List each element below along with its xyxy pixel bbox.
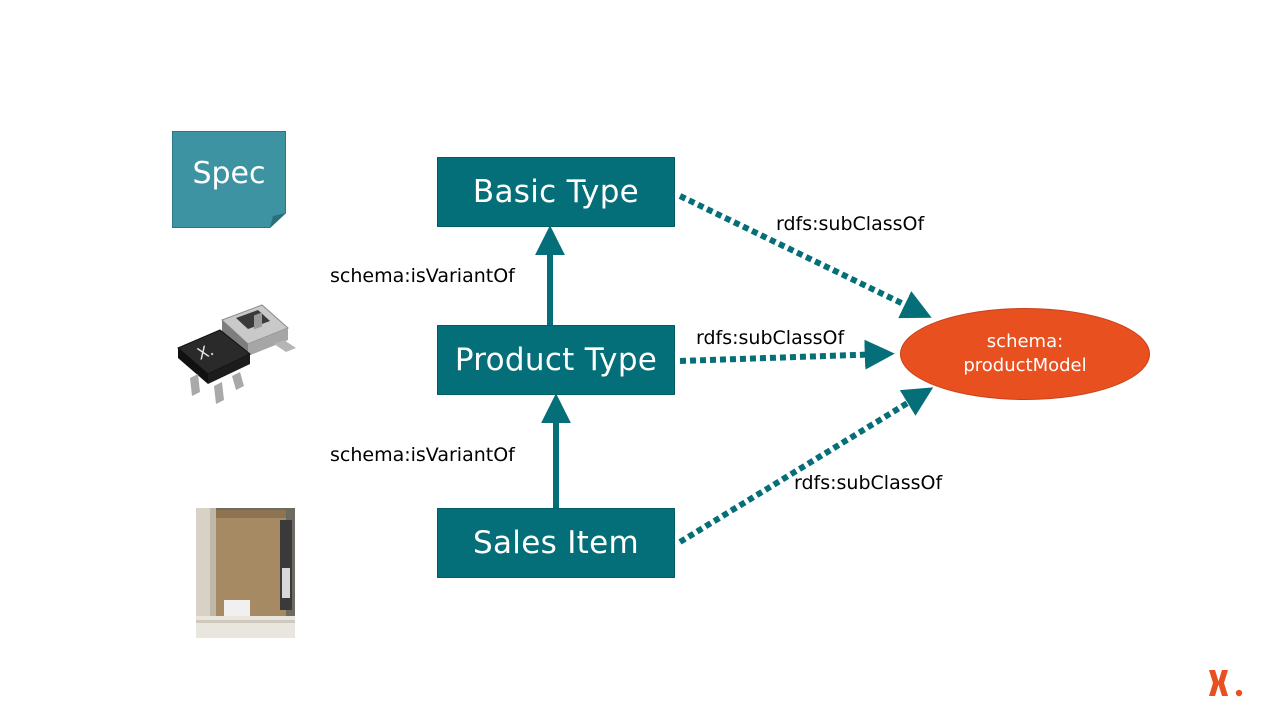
spec-label: Spec bbox=[192, 155, 266, 191]
product-box-photo bbox=[196, 508, 295, 638]
arrow-sales-to-model bbox=[678, 387, 934, 545]
product-model-label-line1: schema: bbox=[986, 331, 1064, 352]
spec-document-icon bbox=[172, 131, 286, 228]
nexperia-x-logo bbox=[1209, 670, 1243, 697]
basic-type-node: Basic Type bbox=[437, 157, 675, 227]
chip-front: X. bbox=[177, 329, 251, 404]
edge-label-subclass-bottom: rdfs:subClassOf bbox=[794, 472, 943, 494]
edge-label-subclass-middle: rdfs:subClassOf bbox=[696, 327, 845, 349]
product-type-node: Product Type bbox=[437, 325, 675, 395]
edge-label-variant-top: schema:isVariantOf bbox=[330, 265, 515, 287]
svg-text:X.: X. bbox=[194, 340, 216, 364]
product-type-label: Product Type bbox=[454, 342, 658, 378]
basic-type-label: Basic Type bbox=[472, 174, 640, 210]
product-model-node: schema: productModel bbox=[900, 308, 1150, 400]
product-model-label-line2: productModel bbox=[963, 355, 1087, 376]
chip-back bbox=[221, 304, 296, 356]
semiconductor-chip-image: X. bbox=[177, 304, 296, 404]
sales-item-node: Sales Item bbox=[437, 508, 675, 578]
arrow-basic-to-model bbox=[678, 193, 932, 319]
edge-label-variant-bottom: schema:isVariantOf bbox=[330, 444, 515, 466]
edge-label-subclass-top: rdfs:subClassOf bbox=[776, 213, 925, 235]
arrow-product-to-model bbox=[679, 339, 895, 370]
sales-item-label: Sales Item bbox=[473, 525, 639, 561]
